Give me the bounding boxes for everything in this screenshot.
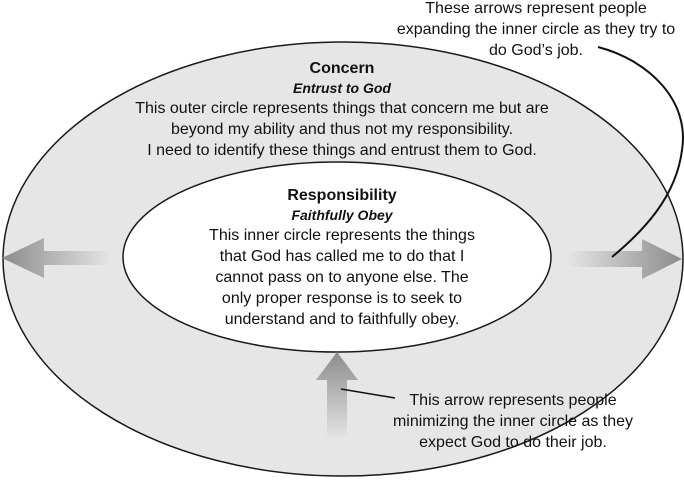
outer-circle-title: Concern (309, 60, 375, 77)
outer-circle-subtitle: Entrust to God (293, 80, 391, 96)
expand-annotation: These arrows represent people expanding … (388, 0, 684, 61)
inner-circle-line-4: only proper response is to seek to (221, 290, 463, 307)
expand-annotation-line-1: These arrows represent people (425, 0, 647, 17)
outer-circle-line-3: I need to identify these things and entr… (147, 142, 537, 159)
minimize-annotation-line-3: expect God to do their job. (419, 434, 607, 451)
inner-circle-text: Responsibility Faithfully Obey This inne… (177, 185, 507, 330)
inner-circle-line-3: cannot pass on to anyone else. The (215, 269, 469, 286)
minimize-annotation-line-1: This arrow represents people (409, 392, 617, 409)
minimize-annotation: This arrow represents people minimizing … (378, 390, 648, 453)
minimize-arrow-up (316, 352, 358, 440)
inner-circle-title: Responsibility (287, 187, 397, 204)
minimize-pointer-line (340, 388, 396, 399)
expand-annotation-line-2: expanding the inner circle as they try t… (396, 21, 676, 38)
outer-circle-line-2: beyond my ability and thus not my respon… (170, 121, 514, 138)
inner-circle-line-5: understand and to faithfully obey. (224, 311, 460, 328)
inner-circle-line-2: that God has called me to do that I (219, 248, 465, 265)
expand-arrow-left (2, 238, 112, 278)
outer-circle-line-1: This outer circle represents things that… (135, 100, 549, 117)
expand-pointer-line (597, 46, 684, 258)
inner-circle-line-1: This inner circle represents the things (209, 227, 475, 244)
expand-annotation-line-3: do God’s job. (489, 42, 583, 59)
inner-circle-subtitle: Faithfully Obey (291, 207, 393, 223)
outer-circle-text: Concern Entrust to God This outer circle… (107, 58, 577, 161)
minimize-annotation-line-2: minimizing the inner circle as they (392, 413, 634, 430)
expand-arrow-right (566, 239, 682, 279)
